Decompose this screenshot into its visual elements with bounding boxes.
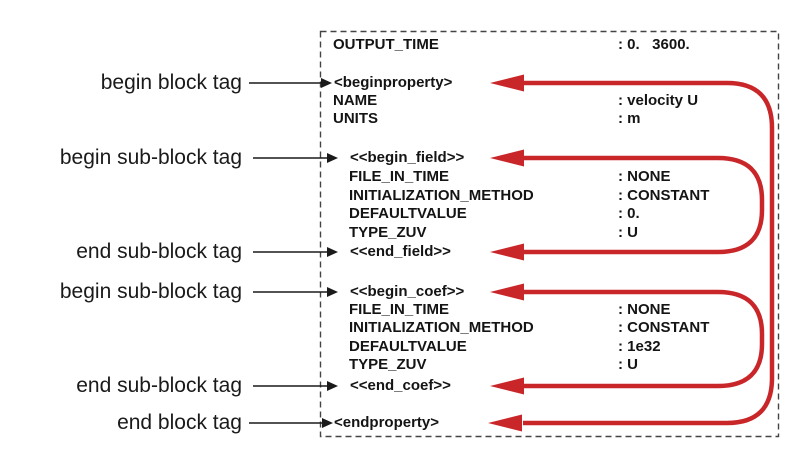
- code-tag: <<end_field>>: [350, 243, 451, 260]
- code-value: : NONE: [618, 301, 671, 318]
- label-arrow-begin-subblock-coef: [253, 287, 338, 297]
- code-line-initialization-method: INITIALIZATION_METHOD : CONSTANT: [0, 187, 800, 205]
- code-tag: <beginproperty>: [334, 74, 453, 91]
- code-line-end-coef-tag: <<end_coef>>: [0, 377, 800, 395]
- code-value: : m: [618, 110, 641, 127]
- code-line-end-field-tag: <<end_field>>: [0, 243, 800, 261]
- code-value: : NONE: [618, 168, 671, 185]
- annotation-begin-block-tag: begin block tag: [100, 71, 242, 94]
- code-value: : CONSTANT: [618, 187, 710, 204]
- coef-subblock-connector-arrow: [490, 283, 765, 395]
- code-value: : U: [618, 356, 638, 373]
- code-line-units: UNITS : m: [0, 110, 800, 128]
- code-line-beginproperty-tag: <beginproperty>: [0, 74, 800, 92]
- code-key: TYPE_ZUV: [349, 356, 427, 373]
- annotation-end-subblock-tag-2: end sub-block tag: [76, 374, 242, 397]
- code-key: FILE_IN_TIME: [349, 168, 450, 185]
- code-value: : 0. 3600.: [618, 36, 690, 53]
- code-value: : CONSTANT: [618, 319, 710, 336]
- dashed-box-border: [319, 30, 780, 438]
- code-value: : U: [618, 224, 638, 241]
- code-key: NAME: [333, 92, 378, 109]
- code-key: TYPE_ZUV: [349, 224, 427, 241]
- label-arrow-begin-block: [249, 78, 332, 88]
- code-line-type-zuv: TYPE_ZUV : U: [0, 356, 800, 374]
- code-key: DEFAULTVALUE: [349, 205, 467, 222]
- code-line-endproperty-tag: <endproperty>: [0, 414, 800, 432]
- code-key: INITIALIZATION_METHOD: [349, 319, 534, 336]
- annotation-begin-subblock-tag-1: begin sub-block tag: [59, 146, 242, 169]
- code-line-defaultvalue: DEFAULTVALUE : 0.: [0, 205, 800, 223]
- code-line-file-in-time: FILE_IN_TIME : NONE: [0, 301, 800, 319]
- code-key: FILE_IN_TIME: [349, 301, 450, 318]
- code-key: OUTPUT_TIME: [333, 36, 439, 53]
- code-tag: <<begin_coef>>: [350, 283, 465, 300]
- code-line-name: NAME : velocity U: [0, 92, 800, 110]
- code-line-initialization-method: INITIALIZATION_METHOD : CONSTANT: [0, 319, 800, 337]
- code-key: INITIALIZATION_METHOD: [349, 187, 534, 204]
- label-arrow-begin-subblock-field: [253, 153, 338, 163]
- code-key: DEFAULTVALUE: [349, 338, 467, 355]
- code-line-type-zuv: TYPE_ZUV : U: [0, 224, 800, 242]
- field-subblock-connector-arrow: [490, 149, 765, 261]
- code-value: : 0.: [618, 205, 640, 222]
- property-block-connector-arrow: [488, 74, 775, 432]
- code-line-output-time: OUTPUT_TIME : 0. 3600.: [0, 36, 800, 54]
- code-tag: <endproperty>: [334, 414, 440, 431]
- code-key: UNITS: [333, 110, 378, 127]
- label-arrow-end-subblock-field: [253, 247, 338, 257]
- annotation-end-subblock-tag-1: end sub-block tag: [76, 240, 242, 263]
- code-tag: <<begin_field>>: [350, 149, 465, 166]
- code-tag: <<end_coef>>: [350, 377, 451, 394]
- code-line-begin-field-tag: <<begin_field>>: [0, 149, 800, 167]
- code-value: : velocity U: [618, 92, 699, 109]
- code-line-defaultvalue: DEFAULTVALUE : 1e32: [0, 338, 800, 356]
- annotation-begin-subblock-tag-2: begin sub-block tag: [59, 280, 242, 303]
- annotation-end-block-tag: end block tag: [117, 411, 242, 434]
- code-line-file-in-time: FILE_IN_TIME : NONE: [0, 168, 800, 186]
- code-value: : 1e32: [618, 338, 661, 355]
- label-arrow-end-block: [249, 418, 333, 428]
- code-line-begin-coef-tag: <<begin_coef>>: [0, 283, 800, 301]
- label-arrow-end-subblock-coef: [253, 381, 338, 391]
